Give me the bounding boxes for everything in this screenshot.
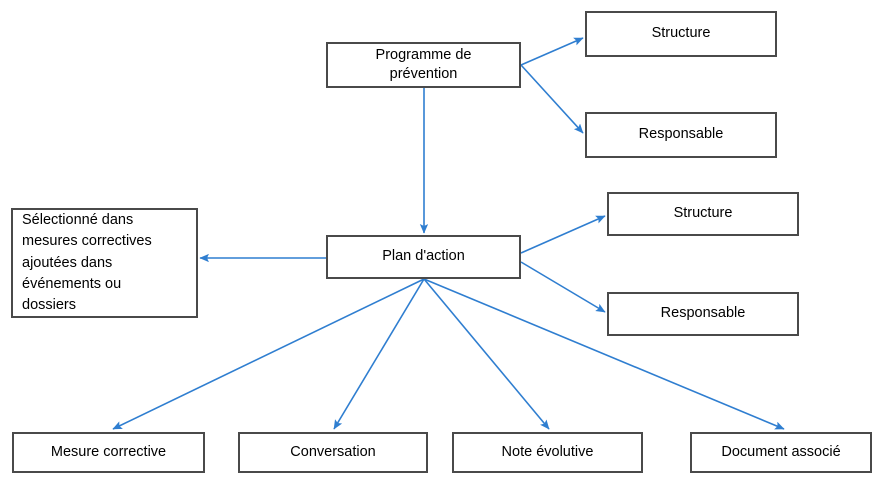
node-mesure-corrective[interactable]: Mesure corrective — [12, 432, 205, 473]
node-structure-top[interactable]: Structure — [585, 11, 777, 57]
node-document-associe[interactable]: Document associé — [690, 432, 872, 473]
node-structure-mid[interactable]: Structure — [607, 192, 799, 236]
edge-programme-to-responsable-top — [520, 64, 584, 134]
node-label-selectionne: Sélectionné dans mesures correctives ajo… — [22, 212, 152, 313]
edge-plan-to-note-evolutive — [423, 278, 550, 430]
node-plan-action[interactable]: Plan d'action — [326, 235, 521, 279]
node-responsable-mid[interactable]: Responsable — [607, 292, 799, 336]
node-label-plan-action: Plan d'action — [382, 248, 465, 265]
edge-plan-to-structure-mid — [520, 215, 606, 254]
node-responsable-top[interactable]: Responsable — [585, 112, 777, 158]
node-label-conversation: Conversation — [290, 443, 376, 460]
node-label-structure-mid: Structure — [673, 205, 733, 222]
node-note-evolutive[interactable]: Note évolutive — [452, 432, 643, 473]
node-label-programme: Programme de prévention — [375, 46, 472, 82]
node-label-responsable-top: Responsable — [638, 126, 724, 143]
node-label-mesure-corrective: Mesure corrective — [50, 443, 167, 460]
edge-plan-to-conversation — [333, 278, 425, 430]
node-conversation[interactable]: Conversation — [238, 432, 428, 473]
node-label-structure-top: Structure — [651, 25, 711, 42]
node-label-responsable-mid: Responsable — [660, 305, 746, 322]
node-programme[interactable]: Programme de prévention — [326, 42, 521, 88]
node-label-note-evolutive: Note évolutive — [501, 443, 594, 460]
node-selectionne[interactable]: Sélectionné dans mesures correctives ajo… — [11, 208, 198, 318]
edge-programme-to-structure-top — [520, 37, 584, 66]
edge-plan-to-responsable-mid — [520, 261, 606, 313]
node-label-document-associe: Document associé — [721, 443, 841, 460]
